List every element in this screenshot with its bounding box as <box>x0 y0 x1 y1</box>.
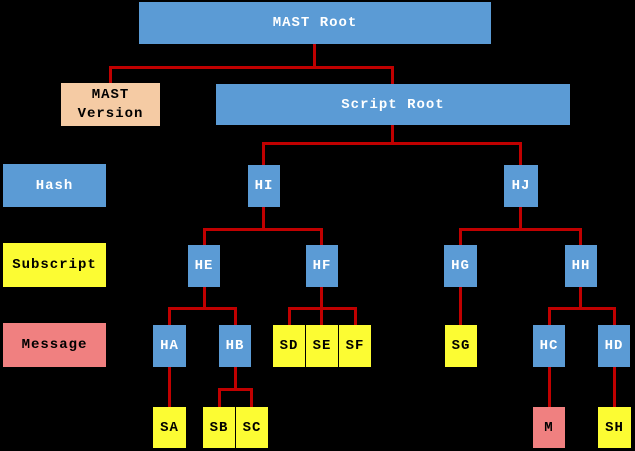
node-sd: SD <box>273 325 305 367</box>
legend-message: Message <box>3 323 106 367</box>
node-sc: SC <box>236 407 268 448</box>
connector-line <box>320 228 323 245</box>
connector-line <box>320 287 323 325</box>
node-se: SE <box>306 325 338 367</box>
connector-line <box>168 307 171 325</box>
node-hf: HF <box>306 245 338 287</box>
connector-line <box>168 307 237 310</box>
connector-line <box>203 228 323 231</box>
connector-line <box>288 307 291 325</box>
connector-line <box>203 228 206 245</box>
connector-line <box>519 142 522 165</box>
connector-line <box>203 287 206 310</box>
connector-line <box>613 367 616 407</box>
connector-line <box>218 388 221 407</box>
connector-line <box>262 207 265 231</box>
node-ha: HA <box>153 325 186 367</box>
node-hh: HH <box>565 245 597 287</box>
node-sh: SH <box>598 407 631 448</box>
connector-line <box>519 207 522 231</box>
node-m: M <box>533 407 565 448</box>
connector-line <box>288 307 357 310</box>
node-hd: HD <box>598 325 630 367</box>
connector-line <box>234 307 237 325</box>
node-he: HE <box>188 245 220 287</box>
connector-line <box>391 66 394 84</box>
connector-line <box>613 307 616 325</box>
node-sb: SB <box>203 407 235 448</box>
node-mast-version-line2: Version <box>77 105 144 122</box>
connector-line <box>168 367 171 407</box>
connector-line <box>391 125 394 145</box>
legend-subscript: Subscript <box>3 243 106 287</box>
legend-hash: Hash <box>3 164 106 207</box>
connector-line <box>459 228 582 231</box>
connector-line <box>218 388 253 391</box>
connector-line <box>548 307 616 310</box>
node-hc: HC <box>533 325 565 367</box>
node-hj: HJ <box>504 165 538 207</box>
connector-line <box>459 287 462 325</box>
node-script-root: Script Root <box>216 84 570 125</box>
connector-line <box>250 388 253 407</box>
node-hg: HG <box>444 245 477 287</box>
connector-line <box>262 142 265 165</box>
node-sf: SF <box>339 325 371 367</box>
connector-line <box>459 228 462 245</box>
connector-line <box>109 66 394 69</box>
connector-line <box>109 66 112 83</box>
connector-line <box>234 367 237 391</box>
connector-line <box>548 367 551 407</box>
connector-line <box>313 44 316 69</box>
node-mast-root: MAST Root <box>139 2 491 44</box>
node-hi: HI <box>248 165 280 207</box>
connector-line <box>579 287 582 310</box>
node-mast-version: MAST Version <box>61 83 160 126</box>
node-sa: SA <box>153 407 186 448</box>
node-hb: HB <box>219 325 251 367</box>
connector-line <box>548 307 551 325</box>
connector-line <box>579 228 582 245</box>
connector-line <box>262 142 522 145</box>
node-mast-version-line1: MAST <box>91 86 130 103</box>
connector-line <box>354 307 357 325</box>
node-sg: SG <box>445 325 477 367</box>
